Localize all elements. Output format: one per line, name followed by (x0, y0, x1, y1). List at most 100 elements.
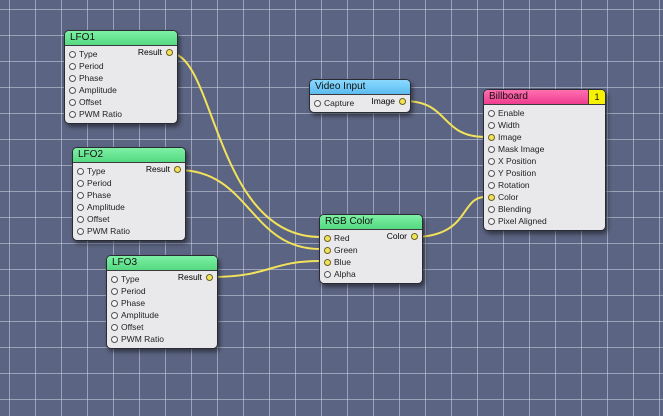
input-port-blending[interactable]: Blending (484, 203, 605, 215)
port-dot-icon[interactable] (324, 247, 331, 254)
input-port-type[interactable]: Type (107, 273, 217, 285)
port-dot-icon[interactable] (69, 51, 76, 58)
output-port-result[interactable]: Result (178, 271, 213, 283)
port-dot-icon[interactable] (488, 182, 495, 189)
input-port-color[interactable]: Color (484, 191, 605, 203)
lfo2-node[interactable]: LFO2 Result Type Period Phase Amplitude … (72, 147, 186, 241)
wire-lfo1-to-red[interactable] (169, 52, 321, 238)
input-port-type[interactable]: Type (73, 165, 185, 177)
port-dot-icon[interactable] (488, 146, 495, 153)
lfo3-node[interactable]: LFO3 Result Type Period Phase Amplitude … (106, 255, 218, 349)
port-label: Offset (79, 97, 102, 107)
port-dot-icon[interactable] (77, 216, 84, 223)
input-port-amplitude[interactable]: Amplitude (107, 309, 217, 321)
port-dot-icon[interactable] (69, 63, 76, 70)
port-dot-icon[interactable] (77, 168, 84, 175)
input-port-pwm-ratio[interactable]: PWM Ratio (73, 225, 185, 237)
node-title[interactable]: LFO1 (65, 31, 177, 46)
wire-lfo2-to-green[interactable] (177, 169, 321, 250)
node-title[interactable]: RGB Color (320, 215, 422, 230)
output-port-result[interactable]: Result (146, 163, 181, 175)
port-dot-icon[interactable] (69, 87, 76, 94)
input-port-amplitude[interactable]: Amplitude (73, 201, 185, 213)
input-port-pwm-ratio[interactable]: PWM Ratio (107, 333, 217, 345)
port-dot-icon[interactable] (111, 276, 118, 283)
port-dot-icon[interactable] (111, 300, 118, 307)
port-dot-icon[interactable] (77, 204, 84, 211)
input-port-green[interactable]: Green (320, 244, 422, 256)
input-port-offset[interactable]: Offset (65, 96, 177, 108)
input-port-width[interactable]: Width (484, 119, 605, 131)
input-port-phase[interactable]: Phase (107, 297, 217, 309)
port-dot-icon[interactable] (488, 194, 495, 201)
port-dot-icon[interactable] (488, 110, 495, 117)
lfo1-node[interactable]: LFO1 Result Type Period Phase Amplitude … (64, 30, 178, 124)
port-label: Capture (324, 98, 355, 108)
port-dot-icon[interactable] (111, 288, 118, 295)
port-label: Rotation (498, 180, 530, 190)
input-port-blue[interactable]: Blue (320, 256, 422, 268)
port-dot-icon[interactable] (69, 111, 76, 118)
input-port-x-position[interactable]: X Position (484, 155, 605, 167)
node-title[interactable]: LFO2 (73, 148, 185, 163)
port-dot-icon[interactable] (488, 218, 495, 225)
input-port-amplitude[interactable]: Amplitude (65, 84, 177, 96)
port-dot-icon[interactable] (111, 324, 118, 331)
input-port-period[interactable]: Period (73, 177, 185, 189)
port-dot-icon[interactable] (488, 170, 495, 177)
input-port-phase[interactable]: Phase (65, 72, 177, 84)
port-dot-icon[interactable] (111, 336, 118, 343)
input-port-capture[interactable]: Capture (310, 97, 410, 109)
port-dot-icon[interactable] (77, 228, 84, 235)
input-port-alpha[interactable]: Alpha (320, 268, 422, 280)
port-dot-icon[interactable] (399, 98, 406, 105)
port-dot-icon[interactable] (77, 180, 84, 187)
input-port-type[interactable]: Type (65, 48, 177, 60)
port-dot-icon[interactable] (77, 192, 84, 199)
output-port-color[interactable]: Color (387, 230, 418, 242)
input-port-image[interactable]: Image (484, 131, 605, 143)
port-dot-icon[interactable] (206, 274, 213, 281)
node-title[interactable]: LFO3 (107, 256, 217, 271)
input-port-phase[interactable]: Phase (73, 189, 185, 201)
wire-rgb-to-color[interactable] (412, 196, 486, 238)
port-dot-icon[interactable] (488, 206, 495, 213)
input-port-y-position[interactable]: Y Position (484, 167, 605, 179)
wire-video-to-image[interactable] (403, 100, 486, 138)
port-dot-icon[interactable] (324, 235, 331, 242)
input-port-offset[interactable]: Offset (73, 213, 185, 225)
rgb-color-node[interactable]: RGB Color Color Red Green Blue Alpha (319, 214, 423, 284)
input-port-period[interactable]: Period (65, 60, 177, 72)
port-dot-icon[interactable] (324, 271, 331, 278)
input-port-offset[interactable]: Offset (107, 321, 217, 333)
input-port-period[interactable]: Period (107, 285, 217, 297)
input-port-enable[interactable]: Enable (484, 107, 605, 119)
input-port-mask-image[interactable]: Mask Image (484, 143, 605, 155)
node-title[interactable]: Video Input (310, 80, 410, 95)
input-port-pwm-ratio[interactable]: PWM Ratio (65, 108, 177, 120)
port-dot-icon[interactable] (69, 75, 76, 82)
port-label: Type (79, 49, 98, 59)
port-dot-icon[interactable] (488, 158, 495, 165)
wire-lfo3-to-blue[interactable] (210, 260, 321, 278)
input-port-rotation[interactable]: Rotation (484, 179, 605, 191)
output-port-image[interactable]: Image (371, 95, 406, 107)
port-dot-icon[interactable] (174, 166, 181, 173)
port-dot-icon[interactable] (111, 312, 118, 319)
port-dot-icon[interactable] (324, 259, 331, 266)
port-dot-icon[interactable] (488, 122, 495, 129)
port-dot-icon[interactable] (166, 49, 173, 56)
input-port-pixel-aligned[interactable]: Pixel Aligned (484, 215, 605, 227)
port-dot-icon[interactable] (411, 233, 418, 240)
port-dot-icon[interactable] (69, 99, 76, 106)
input-port-red[interactable]: Red (320, 232, 422, 244)
output-port-result[interactable]: Result (138, 46, 173, 58)
port-label: Phase (121, 298, 146, 308)
port-dot-icon[interactable] (314, 100, 321, 107)
port-label: Color (386, 231, 407, 241)
port-dot-icon[interactable] (488, 134, 495, 141)
video-input-node[interactable]: Video Input Image Capture (309, 79, 411, 113)
